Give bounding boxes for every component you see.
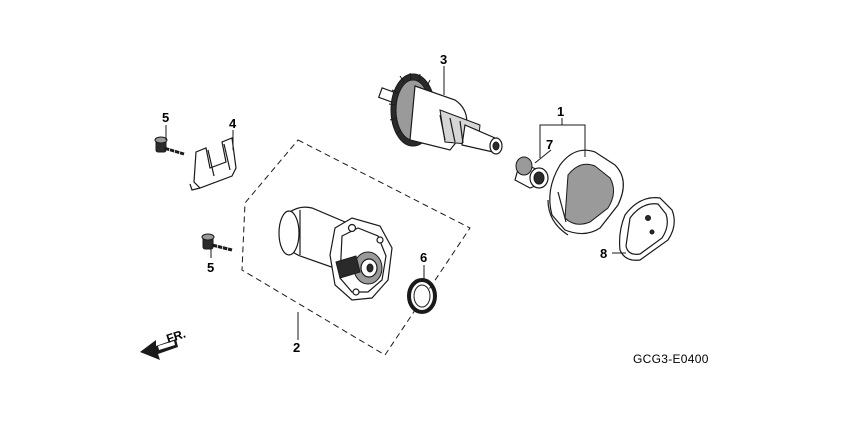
callout-5-bottom: 5 (207, 260, 214, 275)
assembly-outline (241, 139, 471, 356)
o-ring (407, 278, 437, 314)
bolt-top (154, 136, 185, 157)
starter-cover (547, 149, 624, 236)
callout-6: 6 (420, 250, 427, 265)
starter-motor (278, 206, 393, 301)
front-direction-arrow-icon (140, 339, 178, 360)
callout-2: 2 (293, 340, 300, 355)
leader-lines (165, 66, 626, 340)
cover-gasket (618, 197, 675, 261)
callout-7: 7 (546, 137, 553, 152)
bushing (514, 156, 549, 189)
callout-3: 3 (440, 52, 447, 67)
callout-1: 1 (557, 104, 564, 119)
mounting-bracket (189, 137, 237, 191)
front-marker-label: FR. (165, 327, 188, 346)
diagram-code: GCG3-E0400 (633, 352, 709, 366)
callout-5-top: 5 (162, 110, 169, 125)
starter-clutch-gear (377, 72, 503, 155)
callout-4: 4 (229, 116, 237, 131)
callout-8: 8 (600, 246, 607, 261)
bolt-bottom (201, 233, 233, 253)
